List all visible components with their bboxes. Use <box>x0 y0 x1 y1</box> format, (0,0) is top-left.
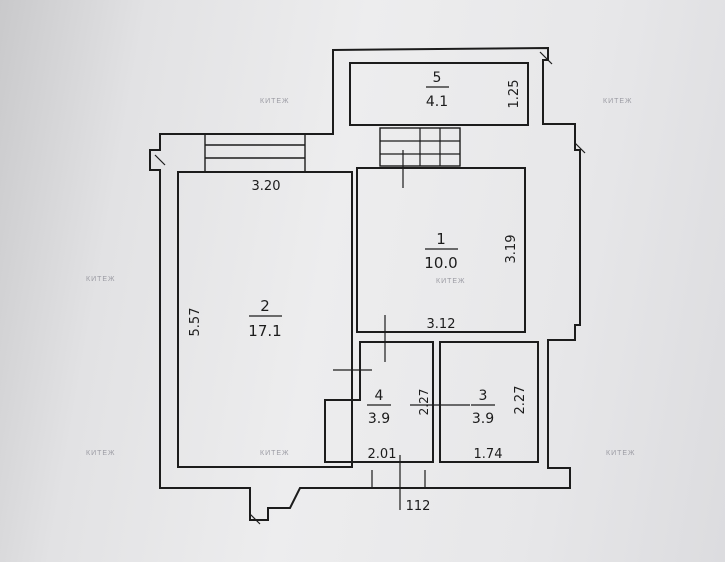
room-4-outline <box>324 341 434 463</box>
watermark: КИТЕЖ <box>86 276 116 283</box>
watermarks: КИТЕЖ КИТЕЖ КИТЕЖ КИТЕЖ КИТЕЖ КИТЕЖ КИТЕ… <box>86 98 636 457</box>
room-1-outline <box>356 167 526 333</box>
dim-room2-length: 5.57 <box>188 308 203 337</box>
dim-room2-width: 3.20 <box>252 179 281 194</box>
outer-wall-outline <box>149 46 581 521</box>
axis-mark <box>154 154 166 166</box>
room-3-number: 3 <box>479 388 488 404</box>
dim-room4-depth: 2.27 <box>417 389 431 416</box>
dim-room1-width: 3.12 <box>427 317 456 332</box>
watermark: КИТЕЖ <box>436 278 466 285</box>
room-labels: 5 4.1 1 10.0 2 17.1 4 3.9 3 3.9 <box>248 70 495 427</box>
watermark: КИТЕЖ <box>260 450 290 457</box>
room-4-area: 3.9 <box>368 411 390 427</box>
dim-room3-depth: 2.27 <box>513 386 528 415</box>
walls <box>149 46 586 525</box>
dimension-labels: 1.25 3.20 5.57 3.19 3.12 2.27 2.27 2.01 … <box>188 80 528 514</box>
room-5-number: 5 <box>433 70 442 86</box>
dim-room4-width: 2.01 <box>368 447 397 462</box>
watermark: КИТЕЖ <box>606 450 636 457</box>
axis-mark <box>249 513 261 525</box>
room-2-outline <box>177 171 353 468</box>
axis-mark <box>539 51 553 65</box>
room-3-area: 3.9 <box>472 411 494 427</box>
room-1-number: 1 <box>436 230 446 248</box>
room-1-area: 10.0 <box>424 254 457 272</box>
watermark: КИТЕЖ <box>260 98 290 105</box>
room-5-area: 4.1 <box>426 94 448 110</box>
watermark: КИТЕЖ <box>86 450 116 457</box>
dim-room3-width: 1.74 <box>474 447 503 462</box>
room-4-number: 4 <box>375 388 384 404</box>
balcony-outline <box>349 62 529 126</box>
room-2-number: 2 <box>260 297 270 315</box>
dim-balcony-depth: 1.25 <box>507 80 522 109</box>
axis-mark <box>574 142 586 154</box>
room-2-area: 17.1 <box>248 322 281 340</box>
room-3-outline <box>439 341 539 463</box>
dim-room1-length: 3.19 <box>504 235 519 264</box>
dim-entrance-width: 112 <box>406 499 431 514</box>
watermark: КИТЕЖ <box>603 98 633 105</box>
